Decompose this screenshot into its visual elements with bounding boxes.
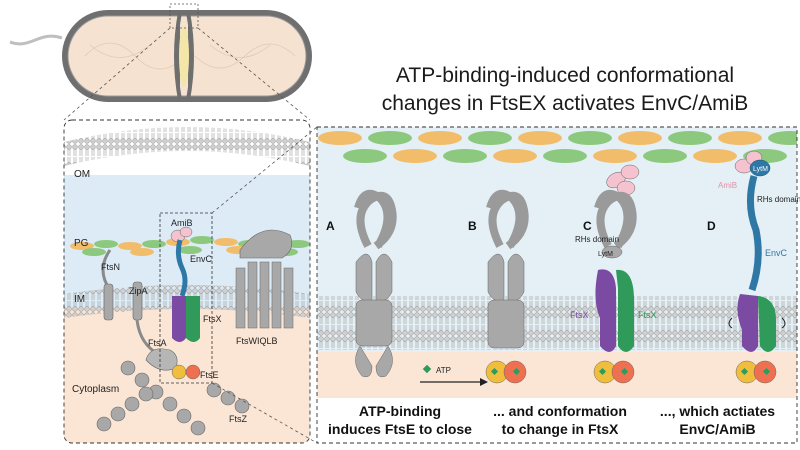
title-line-1: ATP-binding-induced conformational <box>395 64 735 87</box>
label-ftsz: FtsZ <box>229 414 247 424</box>
septum <box>174 11 194 101</box>
figure-title: ATP-binding-induced conformational chang… <box>330 62 800 118</box>
zoom-line-right <box>197 27 311 121</box>
caption-step-c: ..., which actiates EnvC/AmiB <box>640 402 795 438</box>
label-envc: EnvC <box>190 254 213 264</box>
ftsn-protein <box>101 249 114 321</box>
label-envc-d: EnvC <box>765 248 788 258</box>
ftsz-filament <box>96 360 250 436</box>
right-inner-membrane <box>317 296 797 350</box>
label-lytm-d: LytM <box>753 166 768 173</box>
caption-c-line-2: EnvC/AmiB <box>679 421 756 437</box>
label-amib: AmiB <box>171 218 193 228</box>
label-pg: PG <box>74 238 89 249</box>
label-ftsa: FtsA <box>148 338 167 348</box>
title-line-2: changes in FtsEX activates EnvC/AmiB <box>381 92 749 115</box>
label-lytm-c: LytM <box>598 251 613 258</box>
label-ftsx-c-purple: FtsX <box>570 310 589 320</box>
amib-free <box>606 164 640 196</box>
zoom-box <box>169 3 199 29</box>
complex-b <box>485 189 529 384</box>
caption-b-line-2: to change in FtsX <box>501 421 619 437</box>
complex-a <box>354 189 397 378</box>
atp-diamond <box>422 364 432 374</box>
caption-c-line-1: ..., which actiates <box>659 403 776 419</box>
ftse-left <box>171 364 201 380</box>
right-cytoplasm <box>317 352 797 398</box>
label-ftse: FtsE <box>200 370 219 380</box>
caption-step-b: ... and conformation to change in FtsX <box>480 402 640 438</box>
step-letter-a: A <box>326 219 335 233</box>
label-ftsn: FtsN <box>101 262 120 272</box>
caption-a-line-2: induces FtsE to close <box>328 421 472 437</box>
ftsx-left <box>172 296 200 342</box>
label-ftsx: FtsX <box>203 314 222 324</box>
ftswiqlb-complex <box>235 229 294 329</box>
left-panel-border <box>63 119 311 444</box>
caption-a-line-1: ATP-binding <box>358 403 442 419</box>
outer-membrane <box>64 127 310 166</box>
step-letter-b: B <box>468 219 477 233</box>
complex-c <box>593 189 637 384</box>
label-ftsx-c-green: FtsX <box>638 310 657 320</box>
step-letter-d: D <box>707 219 716 233</box>
caption-step-a: ATP-binding induces FtsE to close <box>320 402 480 438</box>
cell-nucleoid-lines <box>84 42 296 70</box>
label-amib-d: AmiB <box>718 181 737 190</box>
step-letter-c: C <box>583 219 592 233</box>
label-rhs-domain-c: RHs domain <box>575 235 619 244</box>
label-rhs-domain-d: RHs domain <box>757 195 800 204</box>
caption-b-line-1: ... and conformation <box>493 403 627 419</box>
complex-d <box>728 150 786 384</box>
zoom-line-left <box>63 27 171 121</box>
right-panel-border <box>316 126 798 444</box>
inset-line-top <box>211 126 318 214</box>
label-cytoplasm: Cytoplasm <box>72 384 119 395</box>
right-pg-layer <box>318 131 797 163</box>
bacterium-illustration <box>9 3 312 102</box>
label-zipa: ZipA <box>129 286 148 296</box>
inset-line-bottom <box>211 382 318 444</box>
envc-amib-left <box>170 226 193 297</box>
inset-box <box>159 212 213 384</box>
label-ftswiqlb: FtsWIQLB <box>236 336 278 346</box>
ftsa-protein <box>145 348 178 371</box>
atp-arrow <box>420 364 488 386</box>
right-panel <box>317 127 797 443</box>
left-zoom-panel <box>64 120 310 443</box>
flagellum <box>9 34 63 46</box>
label-im: IM <box>74 294 85 305</box>
septum-ring <box>179 26 189 86</box>
label-om: OM <box>74 169 90 180</box>
label-atp: ATP <box>436 366 451 375</box>
